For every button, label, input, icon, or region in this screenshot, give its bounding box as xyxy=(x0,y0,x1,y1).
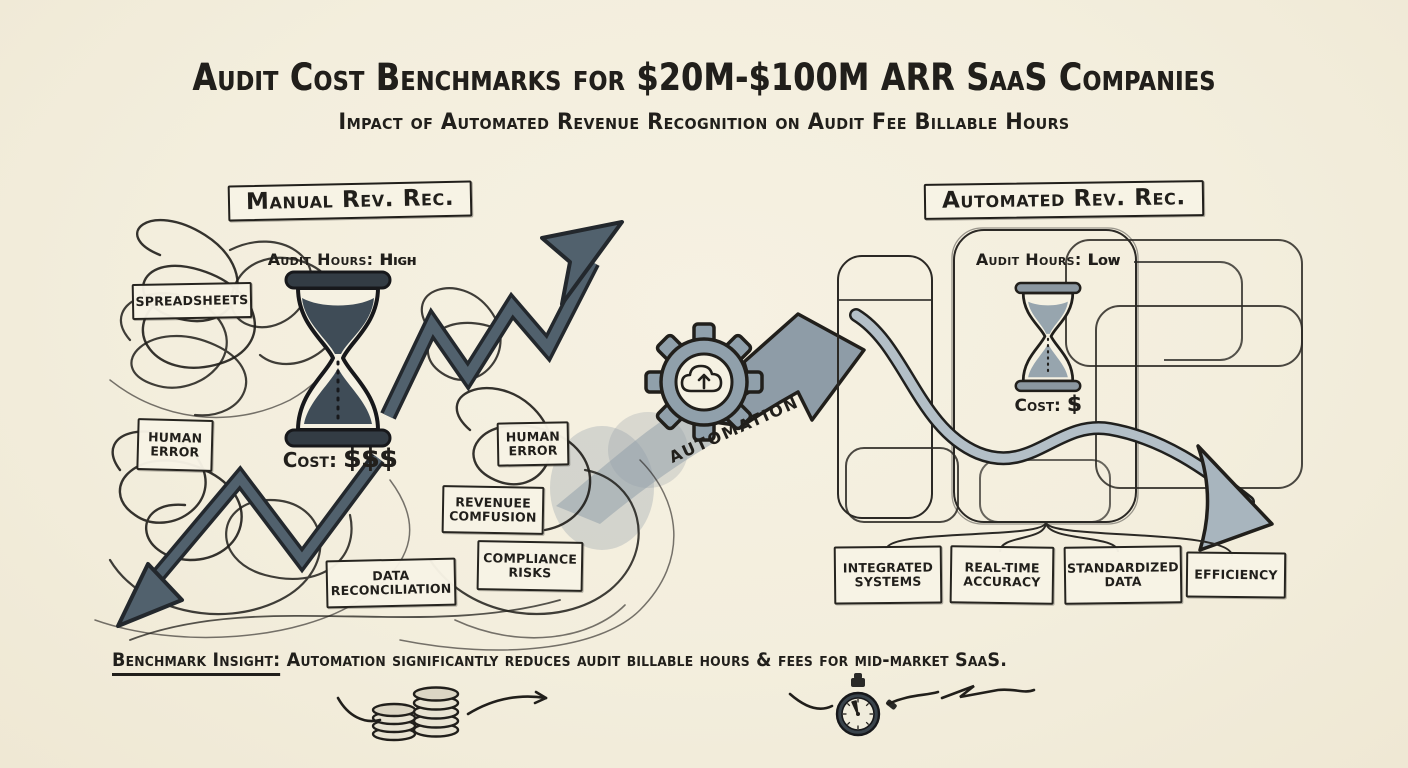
zigzag-trend-icon xyxy=(116,453,385,628)
benchmark-insight-text: Automation significantly reduces audit b… xyxy=(286,650,1008,671)
coin-swoosh-lines xyxy=(336,690,548,723)
coin-stacks-icon xyxy=(336,686,548,742)
manual-audit-hours-label: Audit Hours: xyxy=(267,250,374,269)
manual-cost: Cost:$$$ xyxy=(250,444,430,474)
automated-cost-label: Cost: xyxy=(1014,396,1061,416)
benefit-real-time-accuracy: REAL-TIME ACCURACY xyxy=(949,545,1055,605)
manual-audit-hours: Audit Hours: High xyxy=(234,250,450,269)
automated-cost-value: $ xyxy=(1066,392,1082,416)
descending-arrow-icon xyxy=(849,308,1274,552)
benchmark-insight-label: Benchmark Insight: xyxy=(112,650,281,676)
benchmark-insight: Benchmark Insight: Automation significan… xyxy=(112,650,1008,676)
tag-compliance-risks: COMPLIANCE RISKS xyxy=(476,540,584,592)
manual-section-header: Manual Rev. Rec. xyxy=(227,180,473,222)
hourglass-low-icon xyxy=(1014,281,1082,393)
automated-section-header: Automated Rev. Rec. xyxy=(923,180,1205,220)
manual-cost-value: $$$ xyxy=(342,444,398,474)
benefit-integrated-systems: INTEGRATED SYSTEMS xyxy=(833,545,943,605)
zigzag-up-arrow-icon xyxy=(380,220,624,420)
automated-audit-hours-value: Low xyxy=(1087,250,1121,269)
automated-audit-hours-label: Audit Hours: xyxy=(975,250,1082,269)
page-subtitle: Impact of Automated Revenue Recognition … xyxy=(338,110,1070,135)
gear-cloud-icon xyxy=(644,322,764,442)
hourglass-high-icon xyxy=(284,270,392,448)
tag-data-reconciliation: DATA RECONCILIATION xyxy=(325,557,457,609)
page-title: Audit Cost Benchmarks for $20M-$100M ARR… xyxy=(192,56,1216,99)
watercolor-wash xyxy=(550,410,712,550)
stopwatch-icon xyxy=(788,673,1036,737)
manual-audit-hours-value: High xyxy=(379,250,417,269)
tag-human-error-1: HUMAN ERROR xyxy=(136,418,214,472)
manual-cost-label: Cost: xyxy=(282,448,337,472)
tag-spreadsheets: SPREADSHEETS xyxy=(131,281,253,321)
benefit-standardized-data: STANDARDIZED DATA xyxy=(1063,545,1183,605)
benefit-efficiency: EFFICIENCY xyxy=(1185,551,1287,599)
tag-revenue-confusion: REVENUEE COMFUSION xyxy=(441,485,545,535)
automated-audit-hours: Audit Hours: Low xyxy=(940,250,1156,269)
automated-cost: Cost:$ xyxy=(958,392,1138,416)
stopwatch-swoosh-lines xyxy=(788,684,1036,710)
tag-human-error-2: HUMAN ERROR xyxy=(496,421,570,467)
